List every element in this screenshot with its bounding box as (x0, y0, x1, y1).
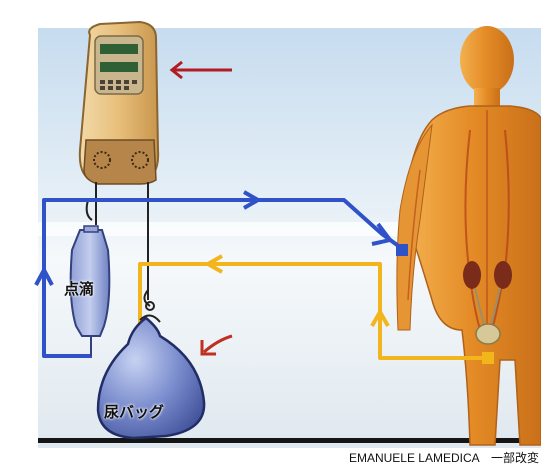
credit-text: EMANUELE LAMEDICA 一部改変 (349, 449, 539, 466)
machine-display-top (100, 44, 138, 54)
machine-display-bottom (100, 62, 138, 72)
dialysis-machine (80, 22, 158, 184)
floor-line (38, 438, 541, 443)
drip-label: 点滴 (64, 278, 94, 299)
yellow-port (482, 352, 494, 364)
bladder (476, 324, 500, 344)
blue-port (396, 244, 408, 256)
kidney-left (463, 261, 481, 289)
kidney-right (494, 261, 512, 289)
urine-bag-label: 尿バッグ (104, 401, 164, 422)
